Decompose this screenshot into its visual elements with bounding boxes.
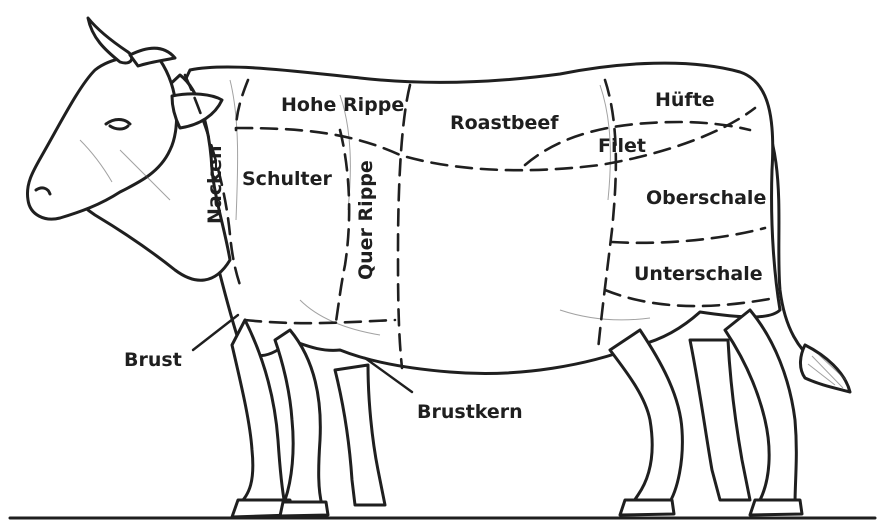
label-schulter: Schulter xyxy=(242,168,332,190)
label-oberschale: Oberschale xyxy=(646,187,766,209)
label-huefte: Hüfte xyxy=(655,89,715,111)
rear-leg xyxy=(610,330,682,507)
horn xyxy=(88,18,132,63)
label-hohe-rippe: Hohe Rippe xyxy=(281,94,404,116)
label-brust: Brust xyxy=(124,349,182,371)
hoof-front-2 xyxy=(280,502,328,516)
label-nacken: Nacken xyxy=(204,145,226,224)
label-filet: Filet xyxy=(598,135,646,157)
label-roastbeef: Roastbeef xyxy=(450,112,559,134)
label-brustkern: Brustkern xyxy=(417,401,523,423)
label-quer-rippe: Quer Rippe xyxy=(355,160,377,280)
hoof-rear xyxy=(620,500,674,515)
label-unterschale: Unterschale xyxy=(634,263,763,285)
hoof-rear-2 xyxy=(750,500,802,515)
horn-2 xyxy=(130,48,175,66)
